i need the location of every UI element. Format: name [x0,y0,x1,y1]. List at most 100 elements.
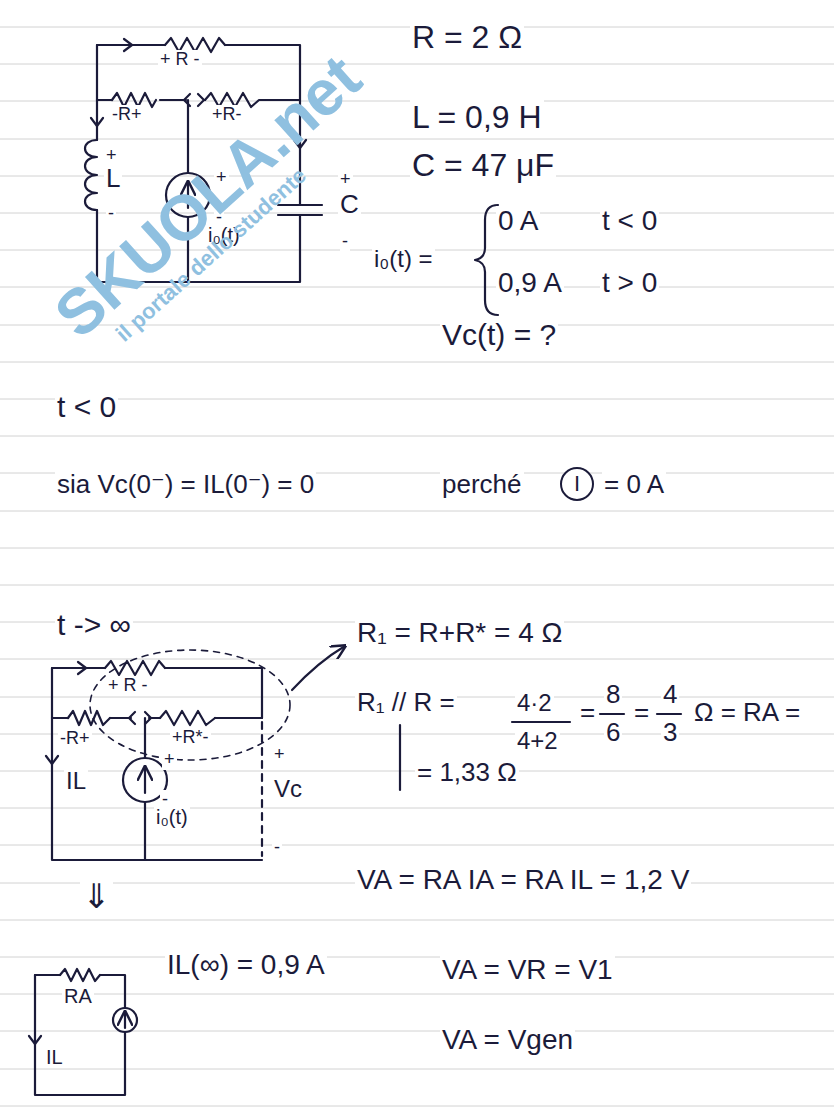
wire [52,668,262,860]
wire [110,717,131,719]
resistor-symbol [60,969,100,981]
handwritten-label: - [272,838,282,858]
capacitor-symbol [278,214,322,216]
handwritten-label: = 1,33 Ω [415,758,519,787]
handwritten-label: -R+ [58,729,92,749]
current-source-symbol [144,767,146,793]
handwritten-label: 3 [661,718,679,747]
resistor-symbol [68,711,110,725]
handwritten-label: C [338,190,361,219]
grouping-outline [90,650,290,760]
handwritten-label: +R*- [170,728,211,748]
fraction-bar [512,721,570,723]
resistor-symbol [68,661,215,725]
handwritten-label: = [632,698,651,727]
handwritten-label: - [106,204,116,224]
handwritten-label: t < 0 [600,206,659,237]
ruled-paper-line [0,659,834,660]
current-arrow [46,756,58,764]
wire [52,717,68,719]
handwritten-label: i₀(t) [154,806,190,828]
handwritten-label: VA = RA IA = RA IL = 1,2 V [355,865,691,896]
inductor-symbol [85,140,97,210]
handwritten-label: Vc [272,776,304,802]
circuit-illustration [29,38,681,1095]
handwritten-label: 4 [661,680,679,709]
current-arrow [124,39,132,51]
handwritten-label: IL [44,1046,65,1068]
capacitor-symbol [278,205,322,215]
wire [144,802,146,860]
handwritten-label: + R - [106,676,150,696]
resistor-symbol [105,661,165,675]
wire [35,974,60,976]
handwritten-label: L = 0,9 H [410,100,544,135]
wire [35,975,125,1095]
brace [475,205,498,315]
ruled-paper-line [0,213,834,214]
fraction-bar [657,713,681,715]
current-arrow [184,94,190,106]
handwritten-label: 0 A [496,206,540,237]
handwritten-label: t < 0 [55,390,118,423]
handwritten-label: 4+2 [515,728,560,754]
handwritten-label: + [338,170,353,190]
handwritten-label: + [104,146,119,166]
ruled-paper-line [0,27,834,1106]
wire [215,717,262,719]
handwritten-label: Vc(t) = ? [440,318,558,351]
handwritten-label: VA = VR = V1 [440,955,615,986]
resistor-symbol [160,711,215,725]
handwritten-label: t > 0 [600,268,659,299]
handwritten-label: sia Vc(0⁻) = IL(0⁻) = 0 [55,470,316,499]
wire [100,975,125,1008]
ruled-paper-line [0,808,834,809]
current-source-symbol [124,1012,126,1028]
handwritten-label: i₀(t) = [372,246,435,272]
ruled-paper-line [0,734,834,735]
handwritten-label: perché [440,470,524,499]
resistor-symbol [112,38,265,107]
ruled-paper-line [0,1106,834,1107]
current-source-symbol [113,1008,137,1032]
wire [165,668,262,718]
handwritten-label: RA [62,985,94,1007]
ruled-paper-line [0,399,834,400]
ruled-paper-line [0,64,834,65]
wire [97,99,112,101]
wire [52,667,105,669]
watermark: SKUOLA.net [40,40,375,352]
handwritten-label: t -> ∞ [55,608,133,641]
handwritten-label: R₁ = R+R* = 4 Ω [355,618,564,649]
bracket-line [399,725,401,790]
circled-symbol: I [560,467,594,501]
current-arrow [91,118,103,126]
current-arrow [29,1036,41,1044]
ruled-paper-line [0,362,834,363]
current-source-symbol [113,1008,137,1032]
leader-arrow [292,646,345,690]
handwritten-label: 0,9 A [496,268,564,299]
handwritten-label: + R - [158,50,202,70]
wire [160,99,186,101]
handwritten-label: C = 47 μF [410,148,556,183]
handwritten-label: 4·2 [515,690,554,716]
handwritten-label: = 0 A [602,470,666,499]
handwritten-label: - [340,232,350,252]
handwritten-label: R₁ // R = [355,688,457,717]
handwritten-label: + [162,750,177,770]
handwritten-label: VA = Vgen [440,1025,575,1056]
handwritten-label: -R+ [110,105,144,125]
handwritten-label: L [104,164,122,193]
handwritten-label: 8 [604,680,622,709]
wire [52,668,262,860]
ruled-paper-line [0,436,834,437]
current-arrow [29,1036,41,1044]
current-arrow [198,94,204,106]
ruled-paper-line [0,139,834,140]
current-arrow [78,662,86,674]
ruled-paper-line [0,920,834,921]
wire [187,100,189,173]
handwritten-label: IL [64,768,88,794]
handwritten-label: = [578,698,597,727]
